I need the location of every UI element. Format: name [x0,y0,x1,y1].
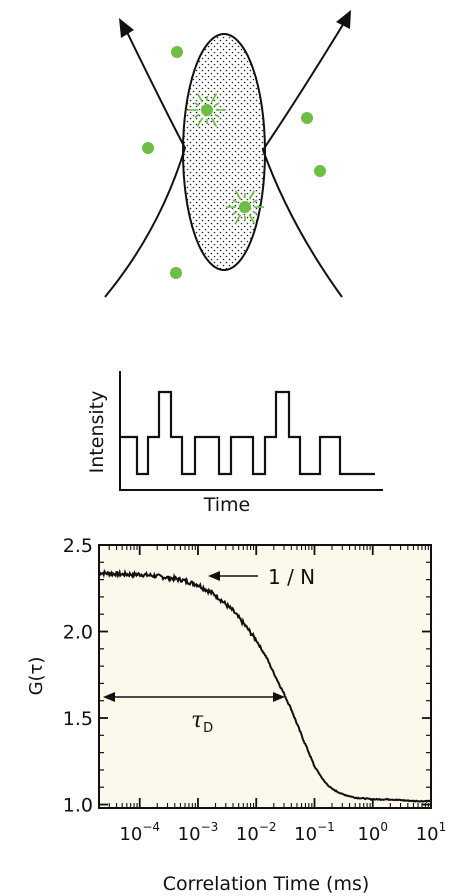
molecule [314,165,326,177]
amplitude-arrowhead [208,571,220,581]
sparkle-ray [248,190,256,200]
x-axis: 10−4 10−3 10−2 10−1 100 101 [108,545,447,845]
x-tick-label: 10−3 [178,820,219,845]
laser-beam-right-edge [261,17,348,298]
sparkle-ray [252,199,258,204]
detection-volume [182,33,266,271]
timescale-label: τD [191,708,213,736]
sparkle-ray [234,214,242,224]
sparkle-ray [210,117,218,127]
molecule [142,142,154,154]
x-tick-label: 10−2 [236,820,277,845]
molecule [171,46,183,58]
y-axis: 1.0 1.5 2.0 2.5 [63,535,431,817]
focus-volume-diagram [104,10,351,298]
intensity-trace [120,390,375,476]
molecule [301,112,313,124]
arrowhead-right [336,10,351,29]
x-tick-label: 101 [416,820,447,845]
plot-area [98,544,432,809]
sparkle-ray [234,190,242,200]
amplitude-label: 1 / N [268,565,315,589]
x-tick-label: 100 [357,820,388,845]
molecule [170,267,182,279]
sparkle-ray [232,199,238,204]
y-tick-label: 1.5 [63,708,93,730]
sparkle-ray [252,210,258,215]
intensity-trace-panel: Intensity Time [86,371,383,516]
trace-xlabel: Time [203,494,251,516]
x-tick-label: 10−4 [119,820,160,845]
sparkle-ray [248,214,256,224]
y-tick-label: 2.5 [63,535,93,557]
x-tick-label: 10−1 [294,820,335,845]
trace-ylabel: Intensity [86,391,108,474]
correlation-chart: 1.0 1.5 2.0 2.5 10−4 10−3 10−2 10−1 100 101 G(τ)… [26,535,446,895]
autocorrelation-curve [98,568,432,803]
sparkle-ray [232,210,238,215]
trace-axes [119,371,383,491]
excited-molecule [226,190,264,224]
sparkle-ray [214,102,220,107]
sparkle-ray [196,117,204,127]
y-tick-label: 2.0 [63,622,93,644]
chart-ylabel: G(τ) [26,657,47,696]
sparkle-ray [196,93,204,103]
fluorescent-molecules [142,46,326,279]
chart-xlabel: Correlation Time (ms) [163,873,370,895]
excited-molecule [188,93,226,127]
timescale-arrowhead-right [273,692,285,702]
timescale-arrowhead-left [103,692,115,702]
laser-beam-left-edge [104,27,187,298]
sparkle-ray [194,102,200,107]
y-tick-label: 1.0 [63,795,93,817]
sparkle-ray [194,113,200,118]
sparkle-ray [210,93,218,103]
sparkle-ray [214,113,220,118]
arrowhead-left [119,18,134,38]
